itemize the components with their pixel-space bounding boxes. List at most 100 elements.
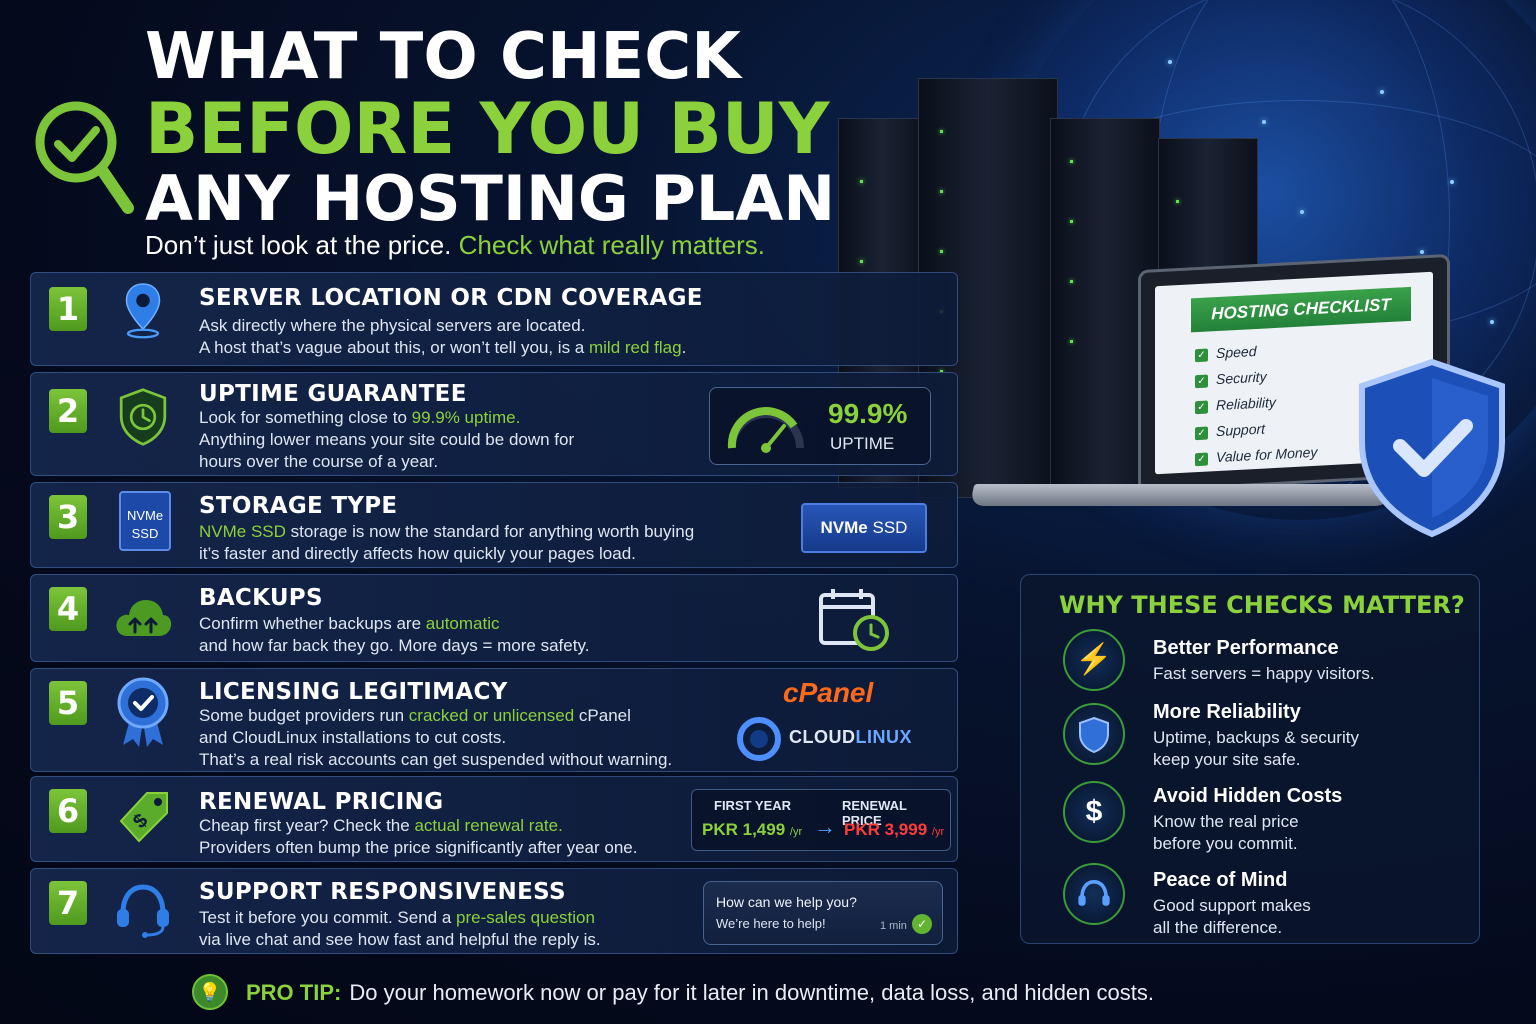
subtitle: Don’t just look at the price. Check what… (145, 230, 765, 261)
checkbox-icon: ✓ (1195, 348, 1208, 362)
why-these-checks-matter-panel: WHY THESE CHECKS MATTER? ⚡ Better Perfor… (1020, 574, 1480, 944)
headset-icon (117, 884, 169, 938)
item-text-line-3: hours over the course of a year. (199, 452, 439, 471)
checklist-item-2: 2 UPTIME GUARANTEE Look for something cl… (30, 372, 958, 476)
item-number: 1 (49, 287, 87, 331)
verified-badge-icon (117, 677, 169, 747)
price-tag-icon: $ (119, 792, 168, 843)
why-item-text: before you commit. (1153, 834, 1298, 853)
item-text-line-1: Some budget providers run cracked or unl… (199, 706, 631, 725)
item-text-line-2: A host that’s vague about this, or won’t… (199, 338, 687, 357)
item-title: BACKUPS (199, 585, 323, 611)
title-line-2: BEFORE YOU BUY (145, 88, 830, 170)
item-text-line-3: That’s a real risk accounts can get susp… (199, 750, 673, 769)
location-pin-icon (125, 283, 161, 339)
first-year-price: PKR 1,499 /yr (702, 820, 803, 839)
subtitle-highlight: Check what really matters. (458, 230, 765, 260)
item-title: LICENSING LEGITIMACY (199, 679, 508, 705)
item-number: 2 (49, 389, 87, 433)
item-text-line-1: NVMe SSD storage is now the standard for… (199, 522, 695, 541)
checkbox-icon: ✓ (1195, 374, 1208, 388)
cloud-upload-icon (116, 600, 172, 636)
headset-icon (1063, 863, 1125, 925)
why-item-text: Uptime, backups & security (1153, 728, 1359, 747)
pro-tip: PRO TIP: Do your homework now or pay for … (246, 980, 1154, 1006)
why-item-heading: Peace of Mind (1153, 869, 1288, 891)
renewal-price: PKR 3,999 /yr (844, 820, 945, 839)
laptop-checklist-item: ✓Reliability (1195, 394, 1276, 414)
security-shield-icon (1359, 358, 1505, 538)
checklist-item-1: 1 SERVER LOCATION OR CDN COVERAGE Ask di… (30, 272, 958, 366)
chat-message-2: We’re here to help! (716, 916, 826, 931)
checklist-item-5: 5 LICENSING LEGITIMACY Some budget provi… (30, 668, 958, 772)
laptop-checklist-item: ✓Speed (1195, 343, 1256, 362)
checkbox-icon: ✓ (1195, 452, 1208, 466)
checklist-item-4: 4 BACKUPS Confirm whether backups are au… (30, 574, 958, 662)
laptop-checklist-item: ✓Support (1195, 421, 1265, 441)
item-text-line-2: via live chat and see how fast and helpf… (199, 930, 601, 949)
hosting-checklist-title: HOSTING CHECKLIST (1191, 286, 1411, 333)
checkbox-icon: ✓ (1195, 426, 1208, 440)
item-text-line-1: Cheap first year? Check the actual renew… (199, 816, 563, 835)
checklist-item-7: 7 SUPPORT RESPONSIVENESS Test it before … (30, 868, 958, 954)
dollar-icon: $ (1063, 781, 1125, 843)
uptime-badge: 99.9% UPTIME (709, 387, 931, 465)
why-item-text: Know the real price (1153, 812, 1299, 831)
item-title: RENEWAL PRICING (199, 789, 444, 815)
item-text-line-2: and CloudLinux installations to cut cost… (199, 728, 507, 747)
why-item-heading: Avoid Hidden Costs (1153, 785, 1343, 807)
chat-message-1: How can we help you? (716, 894, 857, 910)
checkbox-icon: ✓ (1195, 400, 1208, 414)
lightning-icon: ⚡ (1063, 629, 1125, 691)
cloudlinux-logo-icon (737, 717, 781, 761)
item-text-line-1: Test it before you commit. Send a pre-sa… (199, 908, 595, 927)
subtitle-plain: Don’t just look at the price. (145, 230, 452, 260)
cloudlinux-logo: CLOUDLINUX (789, 727, 912, 747)
item-title: SERVER LOCATION OR CDN COVERAGE (199, 285, 703, 311)
gauge-icon (727, 407, 804, 453)
why-item-text: Good support makes (1153, 896, 1311, 915)
item-text-line-1: Ask directly where the physical servers … (199, 316, 586, 335)
pro-tip-text: Do your homework now or pay for it later… (349, 980, 1154, 1005)
nvme-ssd-chip: NVMe SSD (801, 503, 927, 553)
laptop-checklist-item: ✓Security (1195, 368, 1267, 388)
why-item-heading: More Reliability (1153, 701, 1301, 723)
item-text-line-2: it’s faster and directly affects how qui… (199, 544, 636, 563)
checklist-item-6: 6 $ RENEWAL PRICING Cheap first year? Ch… (30, 776, 958, 862)
cpanel-logo: cPanel (783, 677, 874, 708)
uptime-value: 99.9% (828, 398, 908, 429)
shield-icon (1063, 703, 1125, 765)
item-title: SUPPORT RESPONSIVENESS (199, 879, 566, 905)
item-number: 4 (49, 587, 87, 631)
item-text-line-2: and how far back they go. More days = mo… (199, 636, 590, 655)
renewal-label: RENEWAL PRICE (842, 798, 907, 828)
item-text-line-2: Anything lower means your site could be … (199, 430, 575, 449)
arrow-right-icon: → (814, 814, 836, 839)
item-title: UPTIME GUARANTEE (199, 381, 467, 407)
laptop-checklist-item: ✓Value for Money (1195, 444, 1317, 466)
laptop-keyboard-base (969, 484, 1395, 506)
item-number: 5 (49, 681, 87, 725)
item-text-line-2: Providers often bump the price significa… (199, 838, 638, 857)
calendar-clock-icon (819, 589, 889, 651)
first-year-label: FIRST YEAR (714, 798, 792, 813)
item-text-line-1: Look for something close to 99.9% uptime… (199, 408, 521, 427)
price-comparison: FIRST YEAR PKR 1,499 /yr → RENEWAL PRICE… (691, 789, 951, 851)
pro-tip-label: PRO TIP: (246, 980, 342, 1005)
why-item-heading: Better Performance (1153, 637, 1339, 659)
magnifier-check-icon (35, 101, 134, 214)
why-item-text: all the difference. (1153, 918, 1283, 937)
item-text-line-1: Confirm whether backups are automatic (199, 614, 500, 633)
lightbulb-icon: 💡 (192, 974, 228, 1010)
chat-time: 1 min (880, 920, 907, 932)
title-line-1: WHAT TO CHECK (145, 20, 741, 94)
shield-clock-icon (119, 388, 167, 446)
item-number: 6 (49, 789, 87, 833)
item-title: STORAGE TYPE (199, 493, 398, 519)
title-line-3: ANY HOSTING PLAN (145, 162, 836, 235)
why-title: WHY THESE CHECKS MATTER? (1059, 591, 1465, 619)
item-number: 3 (49, 495, 87, 539)
check-icon: ✓ (912, 914, 932, 934)
